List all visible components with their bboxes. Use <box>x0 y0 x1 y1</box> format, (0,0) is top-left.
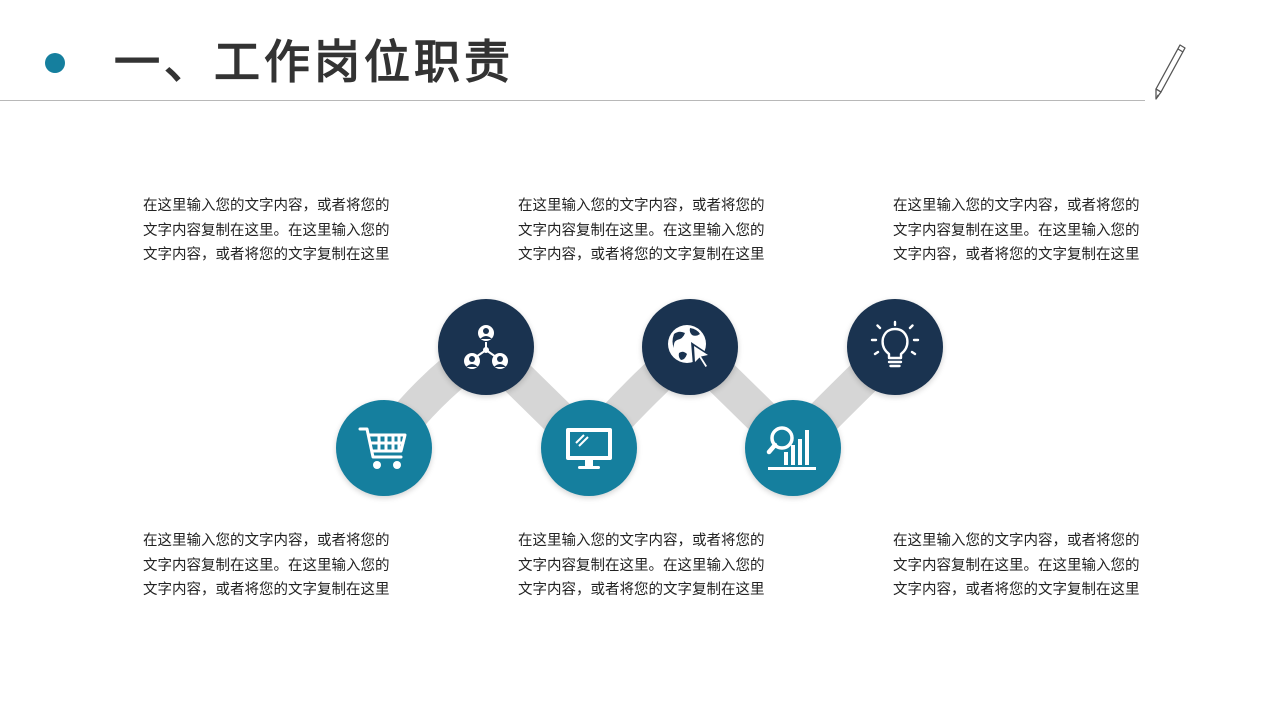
title-divider <box>0 100 1145 101</box>
page-title: 一、工作岗位职责 <box>114 35 514 89</box>
text-block-bottom-center: 在这里输入您的文字内容，或者将您的文字内容复制在这里。在这里输入您的文字内容，或… <box>518 533 765 598</box>
step-6-circle <box>847 299 943 395</box>
team-network-icon <box>464 325 508 369</box>
step-3-circle <box>541 400 637 496</box>
text-block-top-left: 在这里输入您的文字内容，或者将您的文字内容复制在这里。在这里输入您的文字内容，或… <box>143 198 390 263</box>
text-block-bottom-right: 在这里输入您的文字内容，或者将您的文字内容复制在这里。在这里输入您的文字内容，或… <box>893 533 1140 598</box>
text-block-top-right: 在这里输入您的文字内容，或者将您的文字内容复制在这里。在这里输入您的文字内容，或… <box>893 198 1140 263</box>
step-2-circle <box>438 299 534 395</box>
text-block-top-center: 在这里输入您的文字内容，或者将您的文字内容复制在这里。在这里输入您的文字内容，或… <box>518 198 765 263</box>
lightbulb-icon <box>870 320 920 368</box>
shopping-cart-icon <box>358 427 407 469</box>
title-bullet-dot <box>45 53 65 73</box>
pencil-icon <box>1155 44 1186 100</box>
step-1-circle <box>336 400 432 496</box>
step-4-circle <box>642 299 738 395</box>
globe-cursor-icon <box>668 325 712 370</box>
chart-search-icon <box>766 426 816 470</box>
step-5-circle <box>745 400 841 496</box>
monitor-icon <box>566 428 612 469</box>
text-block-bottom-left: 在这里输入您的文字内容，或者将您的文字内容复制在这里。在这里输入您的文字内容，或… <box>143 533 390 598</box>
